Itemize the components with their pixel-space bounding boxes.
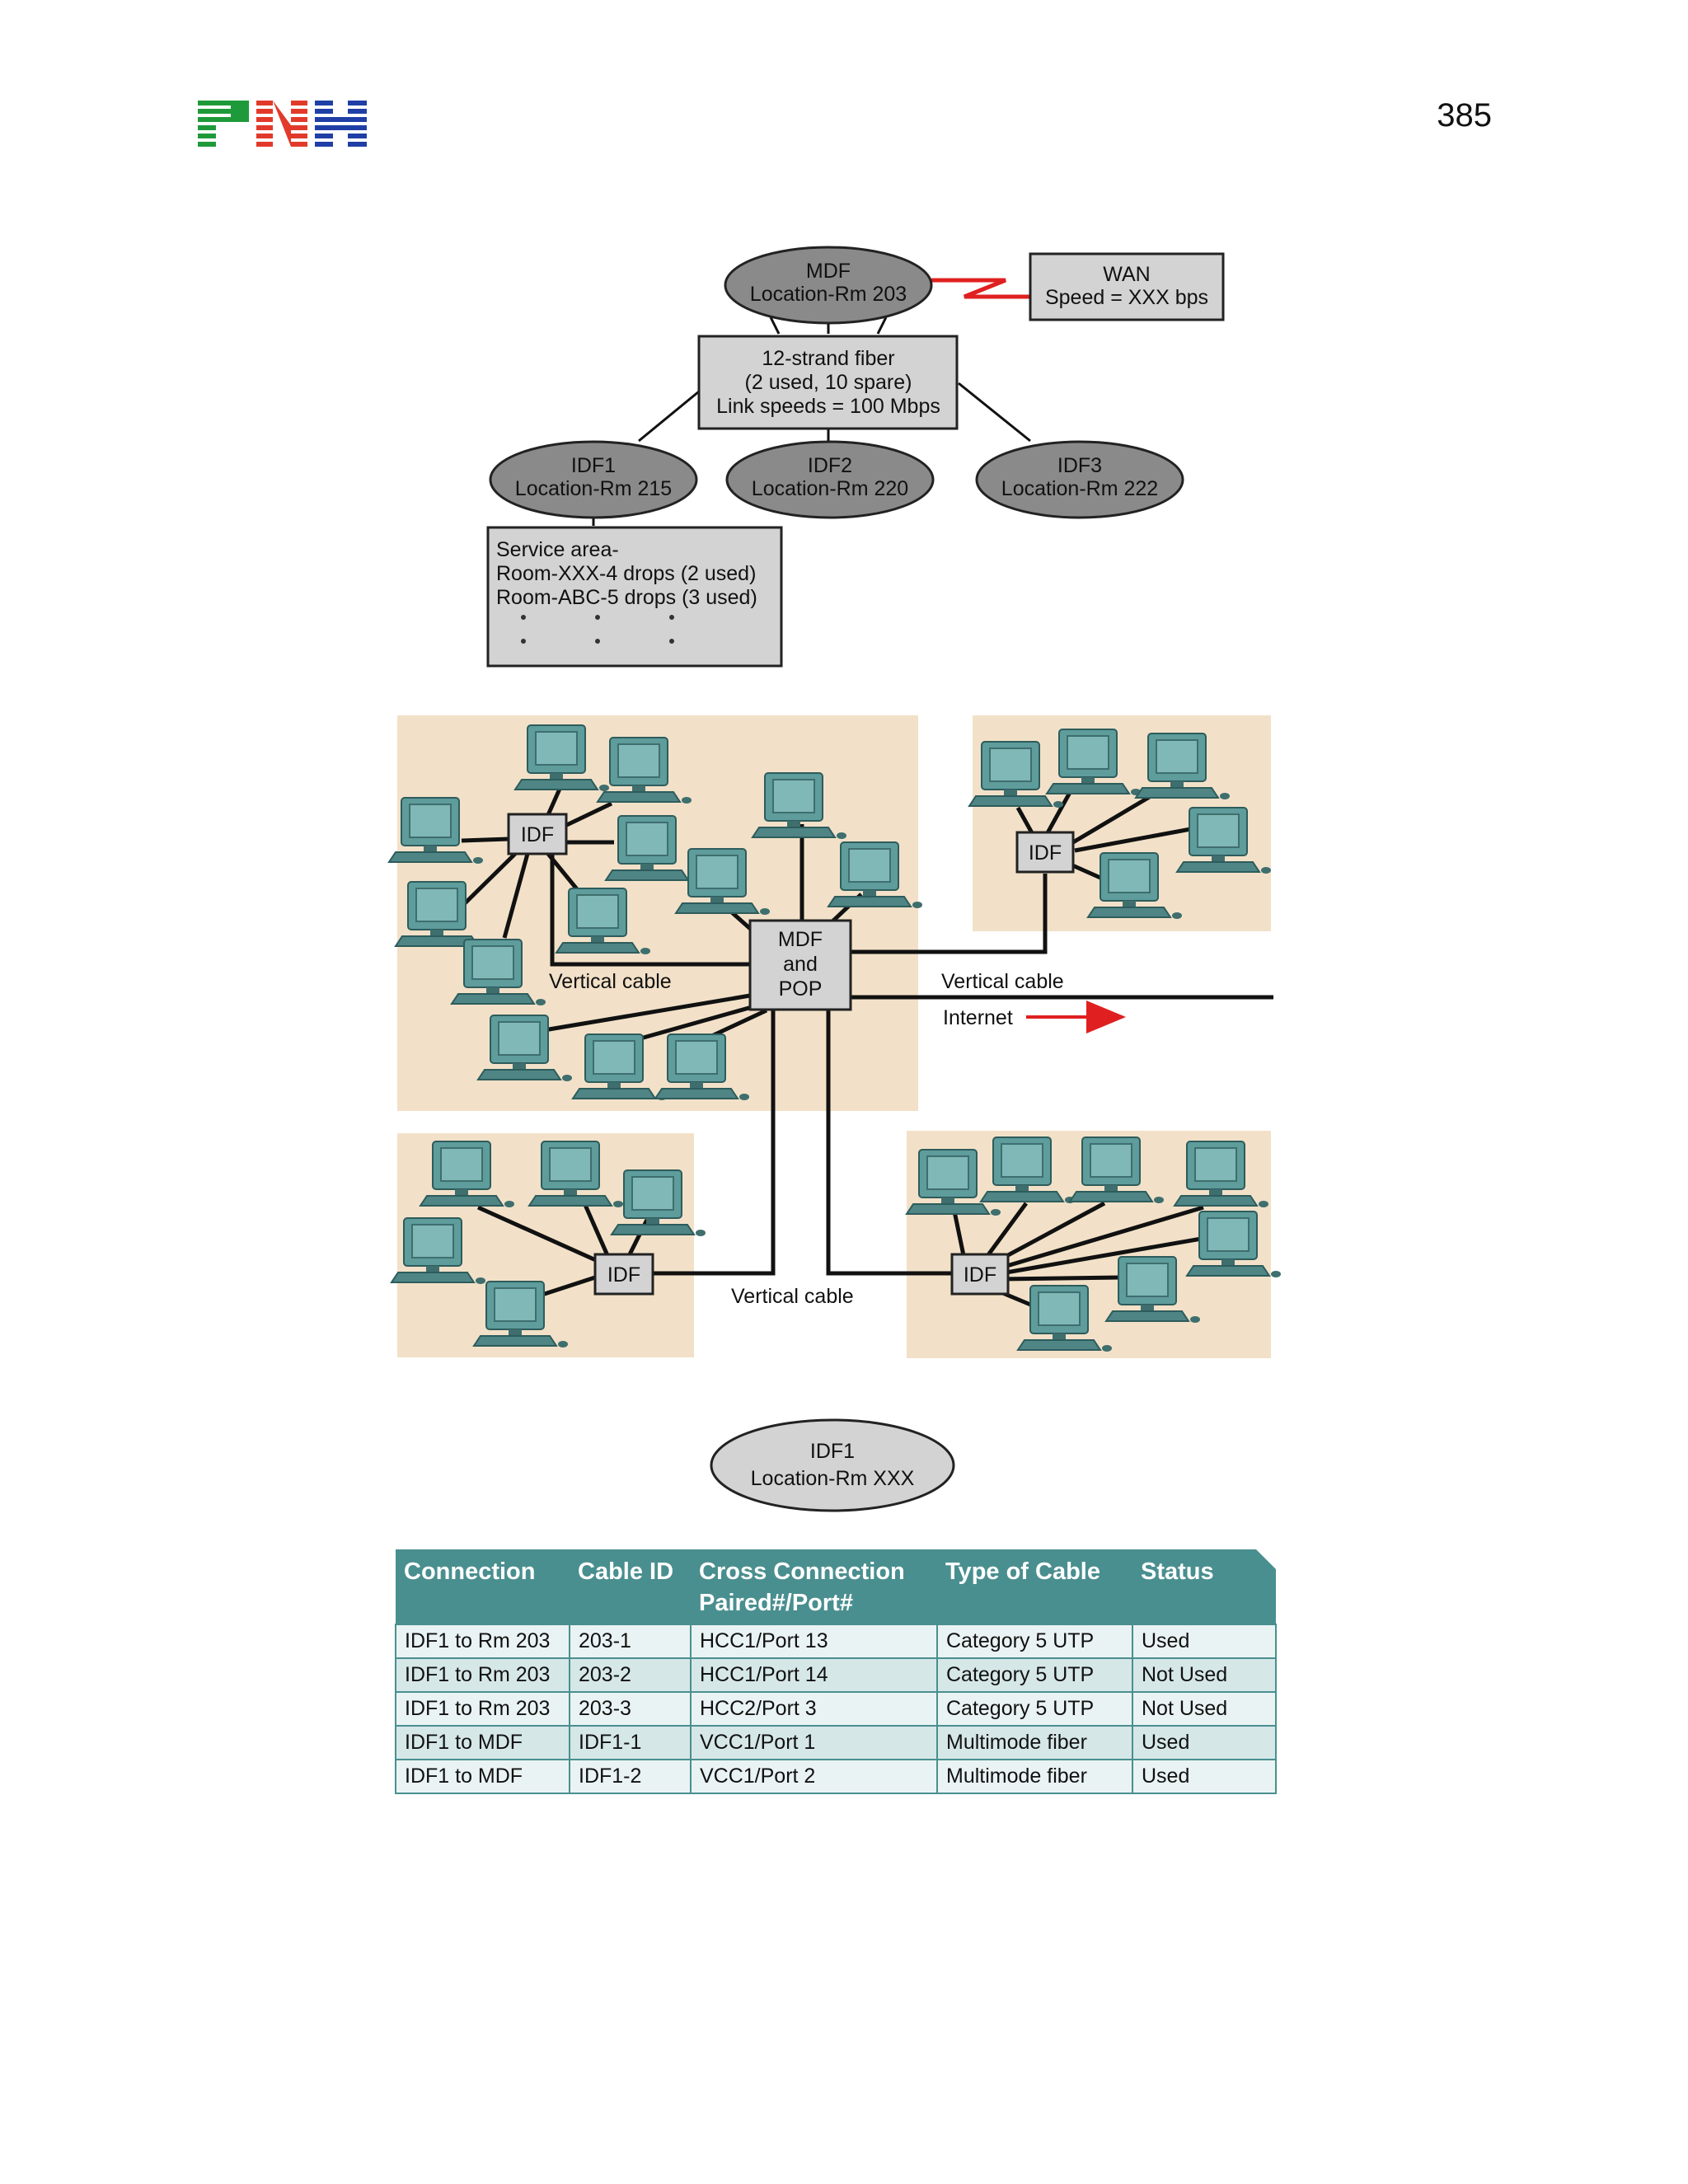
table-cell: 203-2	[569, 1657, 692, 1693]
table-cell: 203-3	[569, 1691, 692, 1727]
idf2-label-line2: Location-Rm 220	[752, 477, 908, 500]
idf3-label-line2: Location-Rm 222	[1001, 477, 1158, 500]
column-header: Cable ID	[570, 1549, 691, 1624]
idf-box-bottom-left: IDF	[593, 1253, 654, 1296]
idf1-location-line1: IDF1	[810, 1440, 855, 1463]
table-row: IDF1 to MDF IDF1-2 VCC1/Port 2 Multimode…	[395, 1759, 1277, 1794]
table-cell: HCC1/Port 14	[690, 1657, 938, 1693]
idf-label: IDF	[607, 1263, 640, 1286]
vertical-cable-label: Vertical cable	[941, 970, 1064, 993]
cabling-table-section: Connection Cable ID Cross Connection Pai…	[395, 1549, 1277, 1794]
table-cell: IDF1-1	[569, 1725, 692, 1760]
table-cell: IDF1 to MDF	[395, 1759, 570, 1794]
idf1-location-line2: Location-Rm XXX	[751, 1467, 915, 1490]
internet-label: Internet	[943, 1006, 1013, 1029]
service-label-line3: Room-ABC-5 drops (3 used)	[496, 586, 757, 609]
idf-box-top-right: IDF	[1015, 831, 1075, 874]
table-row: IDF1 to Rm 203 203-3 HCC2/Port 3 Categor…	[395, 1691, 1277, 1727]
service-ellipsis-dots	[521, 615, 674, 644]
idf1-label-line2: Location-Rm 215	[515, 477, 672, 500]
table-cell: Not Used	[1132, 1691, 1277, 1727]
logo-letter-p	[198, 101, 249, 147]
idf-label: IDF	[521, 823, 554, 846]
logo-letter-h	[315, 101, 367, 147]
table-header-row: Connection Cable ID Cross Connection Pai…	[396, 1549, 1276, 1624]
table-cell: HCC2/Port 3	[690, 1691, 938, 1727]
table-header-corner	[1256, 1549, 1276, 1569]
idf-label: IDF	[964, 1263, 996, 1286]
mdf-label-line2: Location-Rm 203	[750, 283, 907, 306]
table-cell: 203-1	[569, 1624, 692, 1659]
column-header: Type of Cable	[937, 1549, 1132, 1624]
mdf-idf-hierarchy-diagram: MDF Location-Rm 203 WAN Speed = XXX bps …	[486, 246, 1225, 668]
idf-box-bottom-right: IDF	[950, 1253, 1010, 1296]
fiber-label-line2: (2 used, 10 spare)	[745, 371, 912, 394]
vertical-cable-label: Vertical cable	[731, 1285, 854, 1308]
idf3-label-line1: IDF3	[1057, 454, 1102, 477]
wan-label-line2: Speed = XXX bps	[1045, 286, 1208, 309]
table-cell: IDF1 to Rm 203	[395, 1657, 570, 1693]
cabling-table: Connection Cable ID Cross Connection Pai…	[395, 1549, 1277, 1794]
column-header: Connection	[396, 1549, 570, 1624]
table-cell: Not Used	[1132, 1657, 1277, 1693]
table-cell: Category 5 UTP	[936, 1657, 1133, 1693]
pnh-logo	[198, 101, 367, 147]
mdf-ellipse: MDF Location-Rm 203	[724, 246, 933, 325]
fiber-label-line1: 12-strand fiber	[762, 347, 894, 370]
idf1-label-line1: IDF1	[571, 454, 616, 477]
service-label-line1: Service area-	[496, 538, 619, 561]
table-row: IDF1 to Rm 203 203-1 HCC1/Port 13 Catego…	[395, 1624, 1277, 1659]
table-cell: Used	[1132, 1725, 1277, 1760]
service-area-box: Service area- Room-XXX-4 drops (2 used) …	[486, 526, 783, 668]
mdf-pop-line3: POP	[779, 977, 823, 1001]
mdf-pop-line1: MDF	[778, 928, 823, 951]
campus-network-diagram: IDF IDF IDF IDF MDF and POP Vertical cab…	[388, 715, 1282, 1358]
table-cell: IDF1-2	[569, 1759, 692, 1794]
wan-box: WAN Speed = XXX bps	[1029, 252, 1225, 321]
logo-letter-n	[256, 101, 307, 147]
mdf-pop-line2: and	[783, 953, 818, 976]
table-cell: VCC1/Port 1	[690, 1725, 938, 1760]
table-row: IDF1 to Rm 203 203-2 HCC1/Port 14 Catego…	[395, 1657, 1277, 1693]
table-cell: IDF1 to Rm 203	[395, 1624, 570, 1659]
mdf-label-line1: MDF	[806, 260, 851, 283]
fiber-box: 12-strand fiber (2 used, 10 spare) Link …	[697, 335, 959, 430]
idf1-location-ellipse: IDF1 Location-Rm XXX	[710, 1418, 955, 1512]
wan-link	[931, 278, 1030, 299]
idf2-label-line1: IDF2	[808, 454, 852, 477]
table-cell: Used	[1132, 1624, 1277, 1659]
column-header: Status	[1132, 1549, 1276, 1624]
table-cell: Multimode fiber	[936, 1759, 1133, 1794]
table-cell: IDF1 to MDF	[395, 1725, 570, 1760]
table-cell: Category 5 UTP	[936, 1624, 1133, 1659]
page-number: 385	[1437, 97, 1492, 134]
table-cell: IDF1 to Rm 203	[395, 1691, 570, 1727]
table-row: IDF1 to MDF IDF1-1 VCC1/Port 1 Multimode…	[395, 1725, 1277, 1760]
service-label-line2: Room-XXX-4 drops (2 used)	[496, 562, 756, 585]
fiber-label-line3: Link speeds = 100 Mbps	[716, 395, 940, 418]
table-cell: Multimode fiber	[936, 1725, 1133, 1760]
table-cell: Category 5 UTP	[936, 1691, 1133, 1727]
mdf-pop-box: MDF and POP	[748, 919, 852, 1011]
wan-label-line1: WAN	[1103, 263, 1150, 286]
idf-label: IDF	[1029, 841, 1062, 865]
idf-box-left: IDF	[507, 813, 568, 855]
table-cell: HCC1/Port 13	[690, 1624, 938, 1659]
column-header: Cross Connection Paired#/Port#	[691, 1549, 937, 1624]
table-cell: VCC1/Port 2	[690, 1759, 938, 1794]
idf3-ellipse: IDF3 Location-Rm 222	[975, 440, 1184, 519]
vertical-cable-label: Vertical cable	[549, 970, 672, 993]
network-cables	[460, 785, 1273, 1309]
table-cell: Used	[1132, 1759, 1277, 1794]
idf2-ellipse: IDF2 Location-Rm 220	[725, 440, 935, 519]
idf1-ellipse: IDF1 Location-Rm 215	[489, 440, 698, 519]
